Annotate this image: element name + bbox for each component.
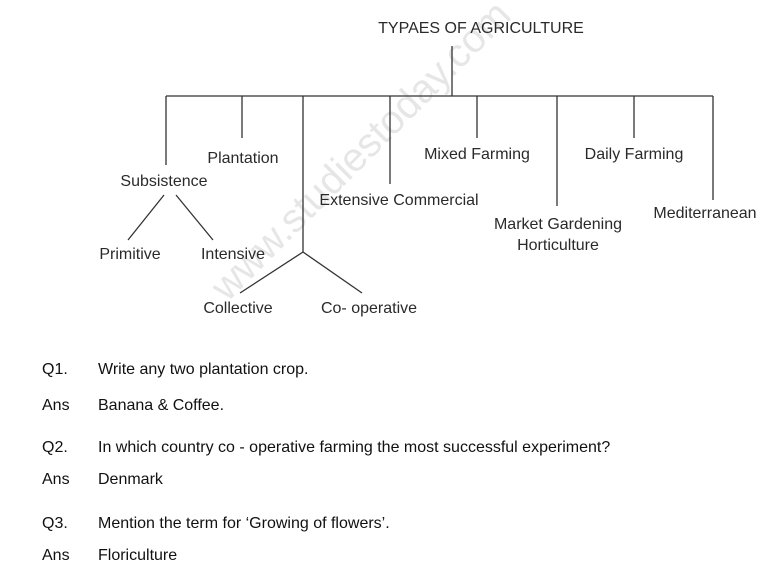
node-plantation: Plantation <box>207 150 278 167</box>
node-collective: Collective <box>203 300 272 317</box>
qa-label: Ans <box>42 397 70 414</box>
intensive-branch-line <box>175 194 214 241</box>
qa-row-q3: Q3. Mention the term for ‘Growing of flo… <box>0 515 778 539</box>
node-daily-farming: Daily Farming <box>585 146 684 163</box>
answer-text: Denmark <box>98 471 163 488</box>
qa-row-a2: Ans Denmark <box>0 471 778 495</box>
answer-text: Banana & Coffee. <box>98 397 225 414</box>
node-cooperative: Co- operative <box>321 300 417 317</box>
node-horticulture: Horticulture <box>517 237 599 254</box>
qa-row-a3: Ans Floriculture <box>0 547 778 571</box>
node-extensive-commercial: Extensive Commercial <box>319 192 478 209</box>
cooperative-branch-line <box>302 251 363 294</box>
node-primitive: Primitive <box>99 246 160 263</box>
node-mixed-farming: Mixed Farming <box>424 146 530 163</box>
agriculture-types-diagram: www.studiestoday.com TYPAES OF AGRICULTU… <box>99 0 756 317</box>
question-text: Mention the term for ‘Growing of flowers… <box>98 515 390 532</box>
qa-row-a1: Ans Banana & Coffee. <box>0 397 778 421</box>
diagram-title: TYPAES OF AGRICULTURE <box>378 20 584 37</box>
question-text: In which country co - operative farming … <box>98 439 611 456</box>
node-market-gardening: Market Gardening <box>494 216 622 233</box>
qa-row-q1: Q1. Write any two plantation crop. <box>0 361 778 385</box>
qa-label: Q1. <box>42 361 68 378</box>
node-intensive: Intensive <box>201 246 265 263</box>
qa-label: Ans <box>42 471 70 488</box>
question-text: Write any two plantation crop. <box>98 361 309 378</box>
qa-label: Ans <box>42 547 70 564</box>
qa-label: Q2. <box>42 439 68 456</box>
qa-label: Q3. <box>42 515 68 532</box>
node-mediterranean: Mediterranean <box>653 205 756 222</box>
collective-branch-line <box>239 251 304 294</box>
primitive-branch-line <box>127 194 165 241</box>
node-subsistence: Subsistence <box>120 173 207 190</box>
qa-row-q2: Q2. In which country co - operative farm… <box>0 439 778 463</box>
answer-text: Floriculture <box>98 547 178 564</box>
